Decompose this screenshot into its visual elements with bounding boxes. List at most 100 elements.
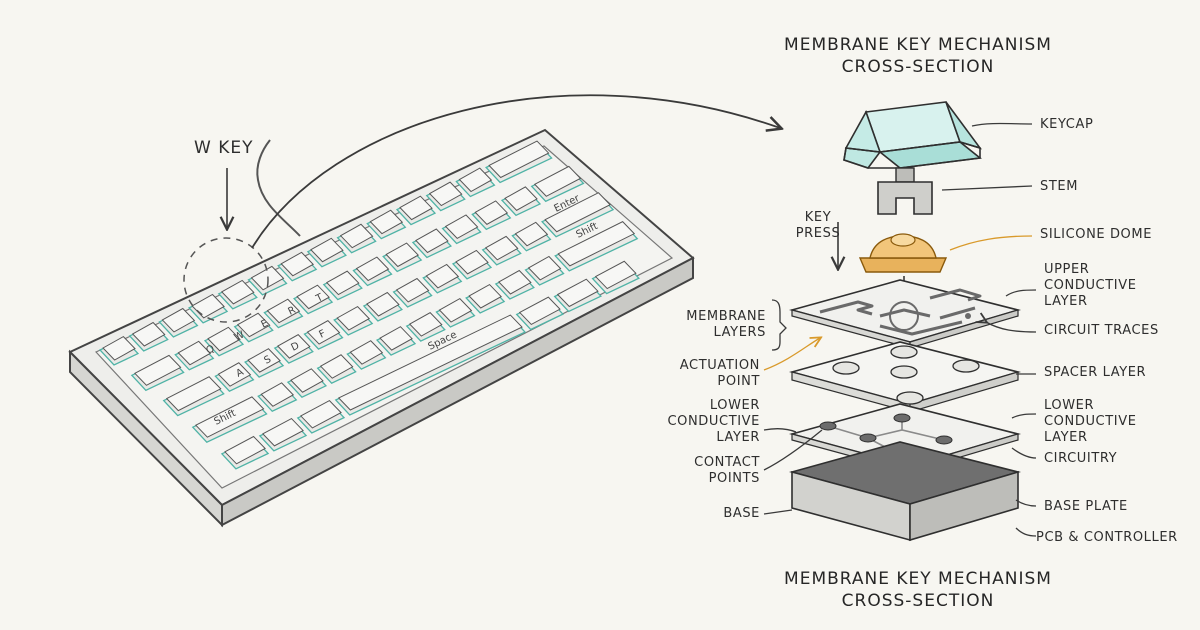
diagram-title-bottom: MEMBRANE KEY MECHANISM CROSS-SECTION: [708, 568, 1128, 612]
label-base-plate: BASE PLATE: [1044, 499, 1128, 514]
keyboard-cable: [256, 139, 301, 237]
keyboard-key-top: [455, 249, 489, 275]
keyboard-keys: [98, 140, 640, 470]
label-membrane-layers-line1: MEMBRANE: [686, 309, 766, 324]
label-contact-points-line2: POINTS: [708, 471, 760, 486]
keyboard-key-top: [474, 200, 509, 225]
w-key-highlight-circle: [183, 237, 269, 323]
key-legend-r: R: [286, 305, 297, 318]
label-contact-points-line1: CONTACT: [694, 455, 760, 470]
keyboard-key-top: [428, 181, 463, 207]
keyboard-key-top: [527, 255, 562, 281]
label-spacer-layer: SPACER LAYER: [1044, 365, 1147, 380]
keyboard-key-top: [438, 297, 473, 323]
keyboard-case: [68, 128, 695, 528]
keyboard-key-top: [165, 376, 222, 412]
label-circuitry: CIRCUITRY: [1044, 451, 1118, 466]
keyboard-key-top: [458, 167, 493, 193]
spacer-layer-part: [788, 341, 1022, 413]
key-legend-a: A: [234, 367, 245, 380]
keyboard-key-top: [161, 307, 196, 333]
key-legend-s: S: [262, 354, 273, 367]
label-actuation-point-line1: ACTUATION: [679, 358, 760, 373]
keyboard-key-top: [498, 269, 532, 295]
keyboard-key-top: [556, 278, 599, 308]
keyboard-key-top: [444, 214, 479, 240]
title-top-line1: MEMBRANE KEY MECHANISM: [784, 35, 1052, 55]
label-lower-conductive-left-line1: LOWER: [709, 398, 760, 413]
keyboard-key-top: [207, 326, 241, 352]
label-membrane-layers-line2: LAYERS: [713, 325, 766, 340]
label-membrane-layers: MEMBRANE LAYERS: [650, 309, 766, 341]
keyboard-key-top: [131, 321, 166, 347]
label-circuit-traces: CIRCUIT TRACES: [1044, 323, 1159, 338]
keyboard-key-top: [310, 237, 344, 263]
keyboard-key-top: [557, 221, 636, 267]
keyboard-key-top: [339, 223, 374, 249]
label-upper-conductive-line2: CONDUCTIVE: [1044, 278, 1137, 293]
upper-conductive-layer-part: [788, 279, 1022, 349]
keyboard-key-top: [290, 368, 324, 393]
keyboard-key-top: [296, 284, 330, 310]
keyboard-key-top: [336, 305, 371, 331]
keyboard-key-top: [533, 165, 582, 197]
diagram-title-top: MEMBRANE KEY MECHANISM CROSS-SECTION: [708, 34, 1128, 78]
keyboard-key-top: [266, 298, 301, 324]
keyboard-key-top: [262, 417, 304, 447]
keyboard-key-top: [337, 314, 523, 411]
label-lower-conductive-right-line2: CONDUCTIVE: [1044, 414, 1137, 429]
keyboard-key-top: [276, 334, 311, 359]
keyboard-key-top: [325, 270, 360, 296]
label-key-press-line2: PRESS: [795, 226, 841, 241]
keyboard-key-top: [260, 382, 295, 407]
label-upper-conductive-layer: UPPER CONDUCTIVE LAYER: [1044, 262, 1137, 310]
keyboard-key-top: [349, 340, 384, 365]
key-legend-f: F: [317, 328, 327, 341]
label-key-press-line1: KEY: [804, 210, 832, 225]
keyboard-key-top: [177, 340, 212, 366]
w-key-callout: W KEY: [194, 138, 254, 158]
label-contact-points: CONTACT POINTS: [650, 455, 760, 487]
keyboard-key-top: [306, 320, 341, 345]
keyboard-key-top: [220, 279, 255, 305]
keyboard-key-top: [191, 293, 225, 319]
base-plate-part: [788, 441, 1022, 542]
zoom-arrow: [251, 94, 780, 249]
key-legend-e: E: [259, 318, 270, 331]
keyboard-key-top: [395, 277, 430, 303]
title-bottom-line2: CROSS-SECTION: [841, 591, 995, 611]
keyboard-key-top: [134, 354, 182, 386]
keyboard-key-top: [488, 140, 550, 179]
label-silicone-dome: SILICONE DOME: [1040, 227, 1153, 242]
keyboard-key-top: [484, 235, 519, 261]
left-leader-lines: [763, 299, 822, 515]
keyboard-key-top: [415, 228, 449, 254]
keyboard-key-top: [514, 221, 549, 247]
keyboard-key-top: [425, 263, 460, 289]
label-lower-conductive-layer-right: LOWER CONDUCTIVE LAYER: [1044, 398, 1137, 446]
silicone-dome-part: [858, 233, 948, 273]
label-lower-conductive-right-line3: LAYER: [1044, 430, 1088, 445]
keyboard-key-top: [468, 283, 502, 309]
keyboard-key-top: [247, 348, 281, 373]
label-keycap: KEYCAP: [1040, 117, 1094, 132]
label-lower-conductive-left-line3: LAYER: [716, 430, 760, 445]
keyboard-key-top: [102, 335, 136, 361]
title-bottom-line1: MEMBRANE KEY MECHANISM: [784, 569, 1052, 589]
stem-part: [877, 167, 933, 215]
label-upper-conductive-line1: UPPER: [1044, 262, 1090, 277]
keyboard-key-top: [319, 354, 354, 379]
label-actuation-point-line2: POINT: [717, 374, 760, 389]
right-leader-lines: [941, 122, 1037, 537]
title-top-line2: CROSS-SECTION: [841, 57, 995, 77]
keyboard-key-top: [280, 251, 315, 277]
keyboard-key-top: [369, 209, 404, 235]
key-legend-w: W: [232, 329, 246, 343]
keyboard-key-top: [217, 362, 252, 387]
cross-section-illustration: [763, 101, 1037, 542]
keycap-part: [843, 101, 983, 169]
label-stem: STEM: [1040, 179, 1079, 194]
label-base: BASE: [723, 506, 760, 521]
keyboard-key-top: [379, 326, 413, 351]
